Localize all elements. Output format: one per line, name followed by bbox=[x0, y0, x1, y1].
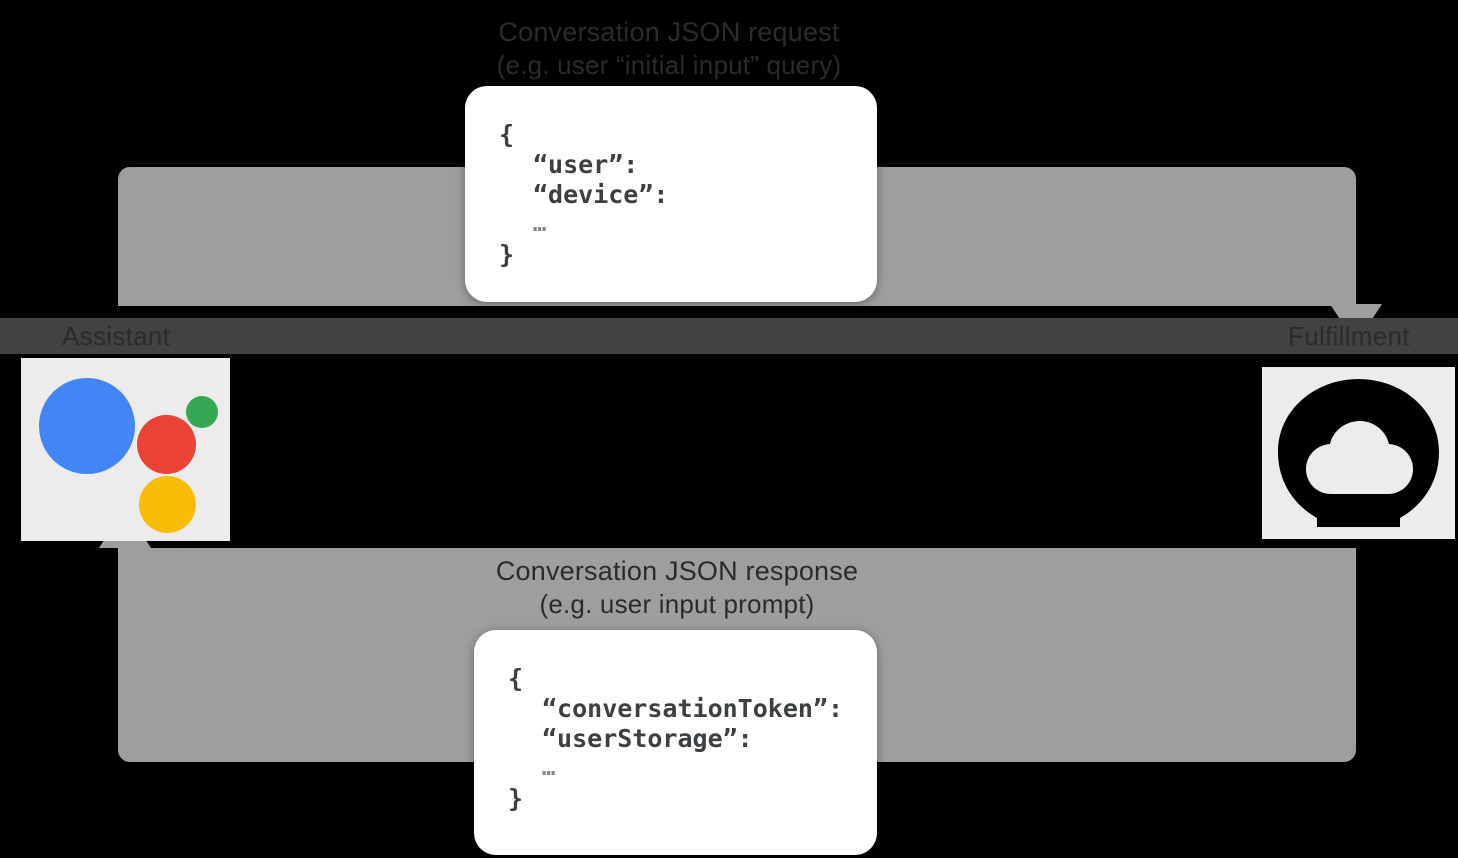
assistant-label: Assistant bbox=[62, 321, 171, 351]
google-assistant-red-dot-icon bbox=[137, 415, 196, 474]
request-caption-subtitle: (e.g. user “initial input” query) bbox=[496, 50, 842, 80]
request-caption: Conversation JSON request (e.g. user “in… bbox=[429, 16, 909, 81]
google-assistant-green-dot-icon bbox=[186, 396, 218, 428]
response-json-card: { “conversationToken”: “userStorage”: … … bbox=[474, 630, 877, 855]
request-json-card: { “user”: “device”: … } bbox=[465, 86, 877, 302]
request-json-ellipsis: … bbox=[533, 212, 547, 237]
response-json-field-conversation-token: “conversationToken”: bbox=[542, 694, 844, 723]
cloud-icon bbox=[1278, 379, 1439, 527]
request-json-open-brace: { bbox=[499, 120, 515, 149]
fulfillment-icon-tile[interactable] bbox=[1262, 367, 1455, 539]
actor-lane bbox=[0, 318, 1458, 354]
assistant-icon-tile[interactable] bbox=[21, 358, 230, 541]
response-caption: Conversation JSON response (e.g. user in… bbox=[437, 555, 917, 620]
google-assistant-blue-dot-icon bbox=[39, 378, 135, 474]
request-caption-title: Conversation JSON request bbox=[498, 17, 840, 47]
response-json-open-brace: { bbox=[508, 664, 524, 693]
response-caption-subtitle: (e.g. user input prompt) bbox=[539, 589, 815, 619]
fulfillment-label: Fulfillment bbox=[1288, 321, 1410, 351]
google-assistant-yellow-dot-icon bbox=[139, 476, 196, 533]
request-json-close-brace: } bbox=[499, 240, 515, 269]
request-json-field-user: “user”: bbox=[533, 150, 639, 179]
response-json-ellipsis: … bbox=[542, 756, 556, 781]
response-caption-title: Conversation JSON response bbox=[495, 556, 859, 586]
response-json-close-brace: } bbox=[508, 784, 524, 813]
response-json-field-user-storage: “userStorage”: bbox=[542, 724, 753, 753]
request-json-field-device: “device”: bbox=[533, 180, 669, 209]
